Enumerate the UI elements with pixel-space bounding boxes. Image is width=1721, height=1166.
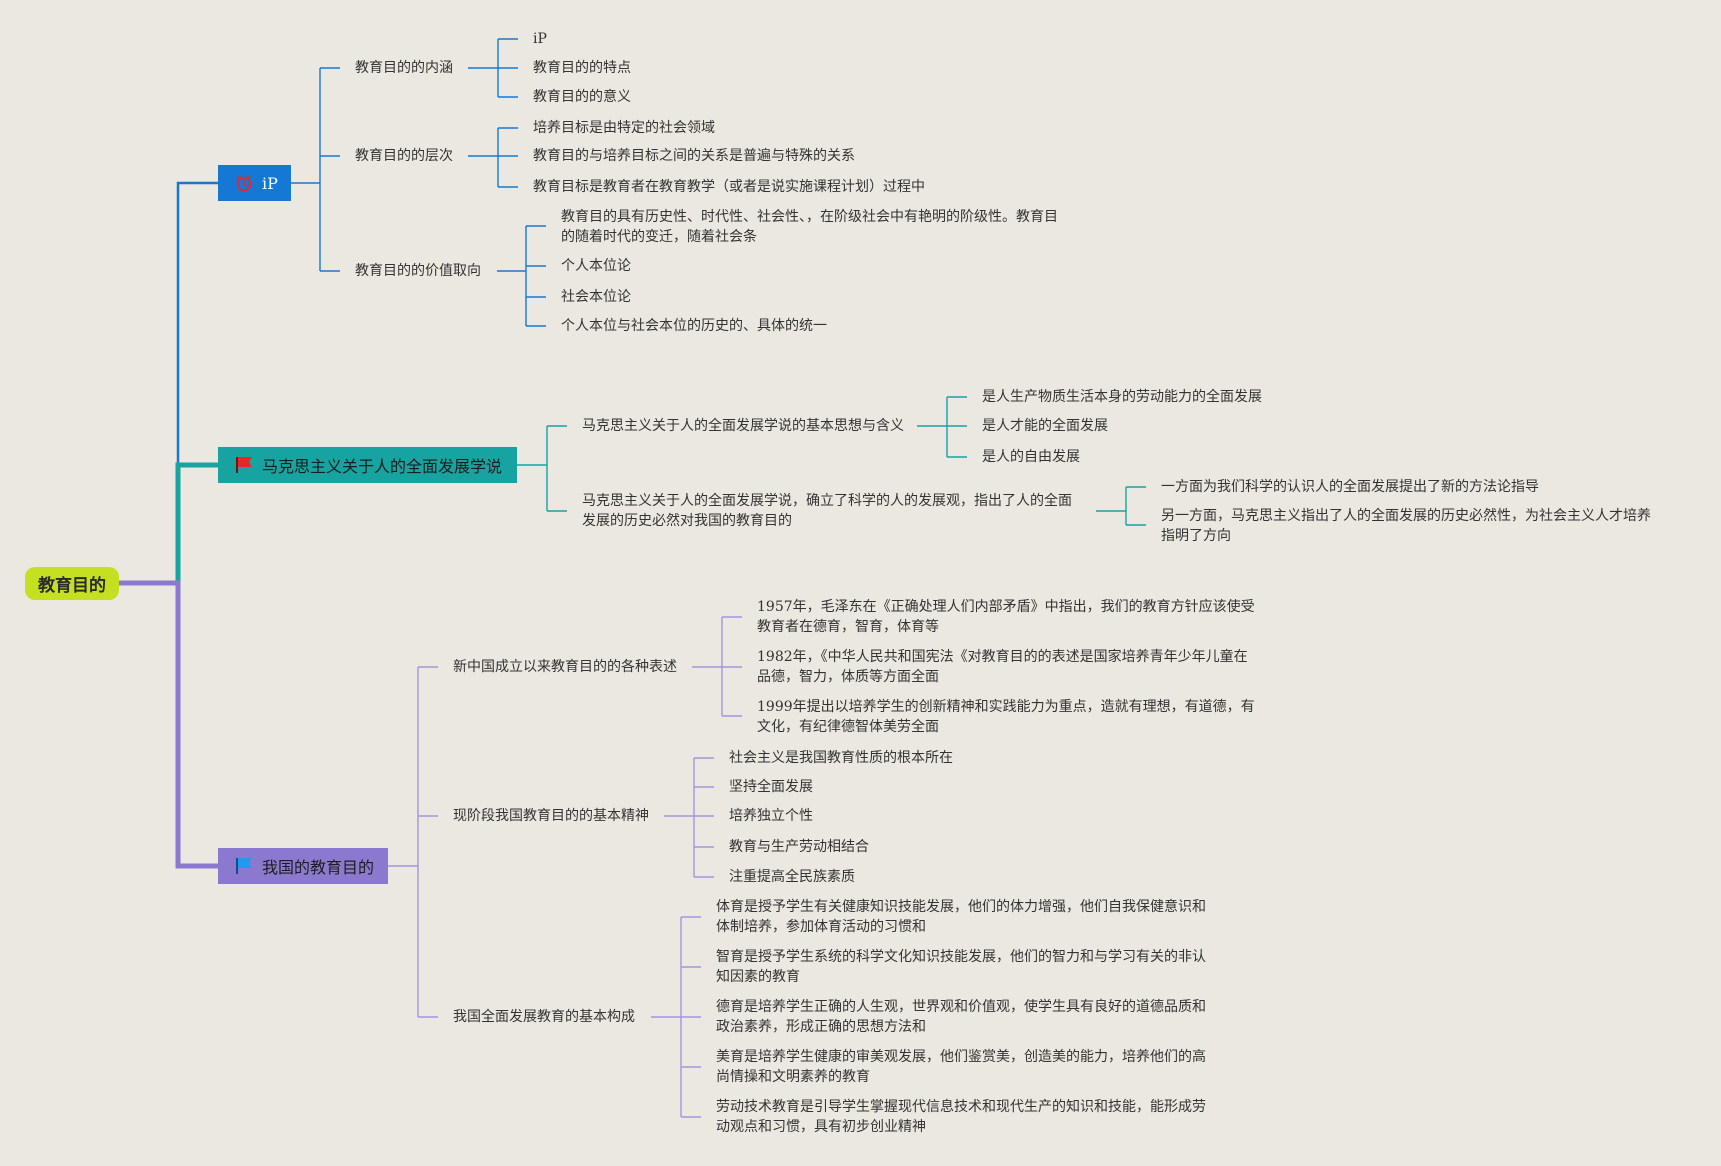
leaf-item[interactable]: 教育目的的特点 xyxy=(533,60,631,76)
leaf-item[interactable]: 坚持全面发展 xyxy=(729,779,813,795)
root-label: 教育目的 xyxy=(38,576,106,596)
leaf-item[interactable]: 1957年，毛泽东在《正确处理人们内部矛盾》中指出，我们的教育方针应该使受教育者… xyxy=(757,599,1255,635)
leaf-item[interactable]: 教育与生产劳动相结合 xyxy=(729,839,869,855)
leaf-item[interactable]: 注重提高全民族素质 xyxy=(729,869,855,885)
root-node[interactable]: 教育目的 xyxy=(25,567,119,600)
leaf-item[interactable]: 教育目的的意义 xyxy=(533,89,631,105)
leaf-item[interactable]: 劳动技术教育是引导学生掌握现代信息技术和现代生产的知识和技能，能形成劳动观点和习… xyxy=(716,1099,1206,1135)
leaf-item[interactable]: 个人本位与社会本位的历史的、具体的统一 xyxy=(561,318,827,334)
leaf-item[interactable]: 智育是授予学生系统的科学文化知识技能发展，他们的智力和与学习有关的非认知因素的教… xyxy=(716,949,1206,985)
blue-flag-icon xyxy=(234,856,254,876)
leaf-item[interactable]: 另一方面，马克思主义指出了人的全面发展的历史必然性，为社会主义人才培养指明了方向 xyxy=(1161,508,1651,544)
red-flag-icon xyxy=(234,455,254,475)
subtopic-basic-spirit[interactable]: 现阶段我国教育目的的基本精神 xyxy=(453,808,649,824)
leaf-item[interactable]: 体育是授予学生有关健康知识技能发展，他们的体力增强，他们自我保健意识和体制培养，… xyxy=(716,899,1206,935)
leaf-item[interactable]: 教育目的与培养目标之间的关系是普遍与特殊的关系 xyxy=(533,148,855,164)
subtopic-scientific-view[interactable]: 马克思主义关于人的全面发展学说，确立了科学的人的发展观，指出了人的全面发展的历史… xyxy=(582,493,1072,529)
branch-label: 马克思主义关于人的全面发展学说 xyxy=(262,457,503,476)
leaf-item[interactable]: 美育是培养学生健康的审美观发展，他们鉴赏美，创造美的能力，培养他们的高尚情操和文… xyxy=(716,1049,1206,1085)
branch-label: iP xyxy=(262,173,278,193)
leaf-item[interactable]: iP xyxy=(533,31,547,47)
branch-node-china-education[interactable]: 我国的教育目的 xyxy=(218,848,388,884)
subtopic-connotation[interactable]: 教育目的的内涵 xyxy=(355,60,453,76)
branch-node-ip[interactable]: iP xyxy=(218,165,291,201)
subtopic-basic-ideas[interactable]: 马克思主义关于人的全面发展学说的基本思想与含义 xyxy=(582,418,904,434)
leaf-item[interactable]: 一方面为我们科学的认识人的全面发展提出了新的方法论指导 xyxy=(1161,479,1539,495)
leaf-item[interactable]: 培养目标是由特定的社会领域 xyxy=(533,120,715,136)
leaf-item[interactable]: 教育目标是教育者在教育教学（或者是说实施课程计划）过程中 xyxy=(533,179,925,195)
leaf-item[interactable]: 教育目的具有历史性、时代性、社会性、，在阶级社会中有艳明的阶级性。教育目的随着时… xyxy=(561,209,1058,245)
leaf-item[interactable]: 德育是培养学生正确的人生观，世界观和价值观，使学生具有良好的道德品质和政治素养，… xyxy=(716,999,1206,1035)
subtopic-basic-components[interactable]: 我国全面发展教育的基本构成 xyxy=(453,1009,635,1025)
branch-node-marxism[interactable]: 马克思主义关于人的全面发展学说 xyxy=(218,447,517,483)
leaf-item[interactable]: 社会主义是我国教育性质的根本所在 xyxy=(729,750,953,766)
alarm-clock-icon xyxy=(234,173,254,193)
leaf-item[interactable]: 1982年，《中华人民共和国宪法《对教育目的的表述是国家培养青年少年儿童在品德，… xyxy=(757,649,1248,685)
branch-label: 我国的教育目的 xyxy=(262,858,375,877)
subtopic-value-orientation[interactable]: 教育目的的价值取向 xyxy=(355,263,481,279)
leaf-item[interactable]: 是人才能的全面发展 xyxy=(982,418,1108,434)
leaf-item[interactable]: 是人的自由发展 xyxy=(982,449,1080,465)
leaf-item[interactable]: 社会本位论 xyxy=(561,289,631,305)
subtopic-expressions-since-1949[interactable]: 新中国成立以来教育目的的各种表述 xyxy=(453,659,677,675)
leaf-item[interactable]: 培养独立个性 xyxy=(729,808,813,824)
leaf-item[interactable]: 是人生产物质生活本身的劳动能力的全面发展 xyxy=(982,389,1262,405)
subtopic-levels[interactable]: 教育目的的层次 xyxy=(355,148,453,164)
leaf-item[interactable]: 1999年提出以培养学生的创新精神和实践能力为重点，造就有理想，有道德，有文化，… xyxy=(757,699,1255,735)
leaf-item[interactable]: 个人本位论 xyxy=(561,258,631,274)
